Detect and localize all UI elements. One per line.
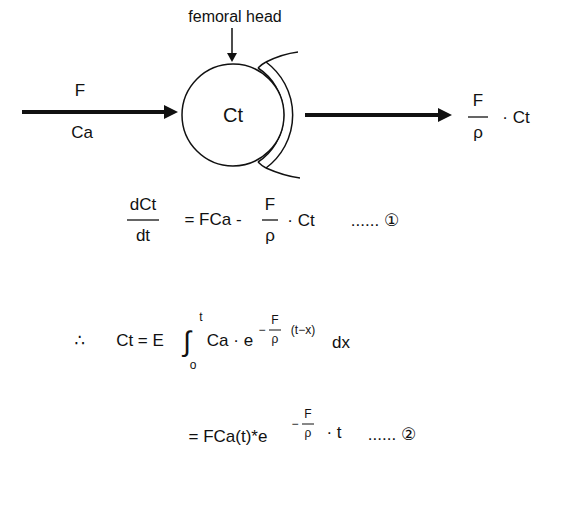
fraction-numerator: dCt	[130, 196, 156, 215]
outflow-arrow	[305, 113, 440, 117]
concentration-symbol: Ca	[71, 124, 93, 143]
callout-text: femoral head	[188, 8, 281, 26]
cup-top	[258, 62, 266, 68]
equation-term: · t	[326, 424, 341, 443]
fraction-denominator: ρ	[305, 427, 312, 440]
equation-term: = FCa -	[184, 211, 241, 230]
pointer-line	[231, 28, 233, 55]
outflow-head	[438, 108, 452, 122]
cup-bottom	[258, 162, 266, 168]
integral-limit: o	[190, 359, 197, 372]
femoral-head-circle: Ct	[181, 63, 285, 167]
cup-top-flare	[266, 52, 298, 62]
fraction-bar	[262, 219, 278, 220]
fraction-denominator: dt	[136, 227, 150, 246]
integral-sign: ∫	[183, 327, 191, 358]
exponent-sign: −	[258, 324, 265, 337]
equation-number: ...... ②	[368, 426, 416, 445]
equation-term: = FCa(t)*e	[189, 428, 268, 447]
inflow-arrow	[22, 110, 166, 114]
equation-term: · Ct	[287, 212, 314, 231]
fraction-denominator: ρ	[272, 333, 279, 346]
pointer-head	[227, 53, 237, 62]
fraction-denominator: ρ	[265, 227, 275, 246]
therefore-sign: ∴	[75, 332, 86, 351]
fraction-numerator: F	[304, 408, 311, 421]
equation-number: ...... ①	[351, 212, 399, 231]
flow-symbol: F	[75, 82, 85, 101]
exponent-term: (t−x)	[291, 324, 315, 337]
inflow-head	[164, 105, 178, 119]
equation-term: dx	[332, 334, 350, 353]
fraction-denominator: ρ	[473, 124, 483, 143]
fraction-numerator: F	[473, 92, 483, 111]
fraction-bar	[127, 219, 159, 220]
cup-bottom-flare	[266, 168, 300, 178]
fraction-numerator: F	[265, 196, 275, 215]
fraction-bar	[269, 330, 281, 331]
equation-term: Ct = E	[116, 332, 164, 351]
fraction-bar	[468, 116, 488, 117]
equation-term: · Ct	[502, 109, 529, 128]
equation-term: Ca · e	[207, 332, 253, 351]
integral-limit: t	[199, 311, 202, 324]
node-label: Ct	[223, 104, 243, 126]
fraction-bar	[302, 424, 314, 425]
exponent-sign: −	[291, 418, 298, 431]
fraction-numerator: F	[271, 314, 278, 327]
